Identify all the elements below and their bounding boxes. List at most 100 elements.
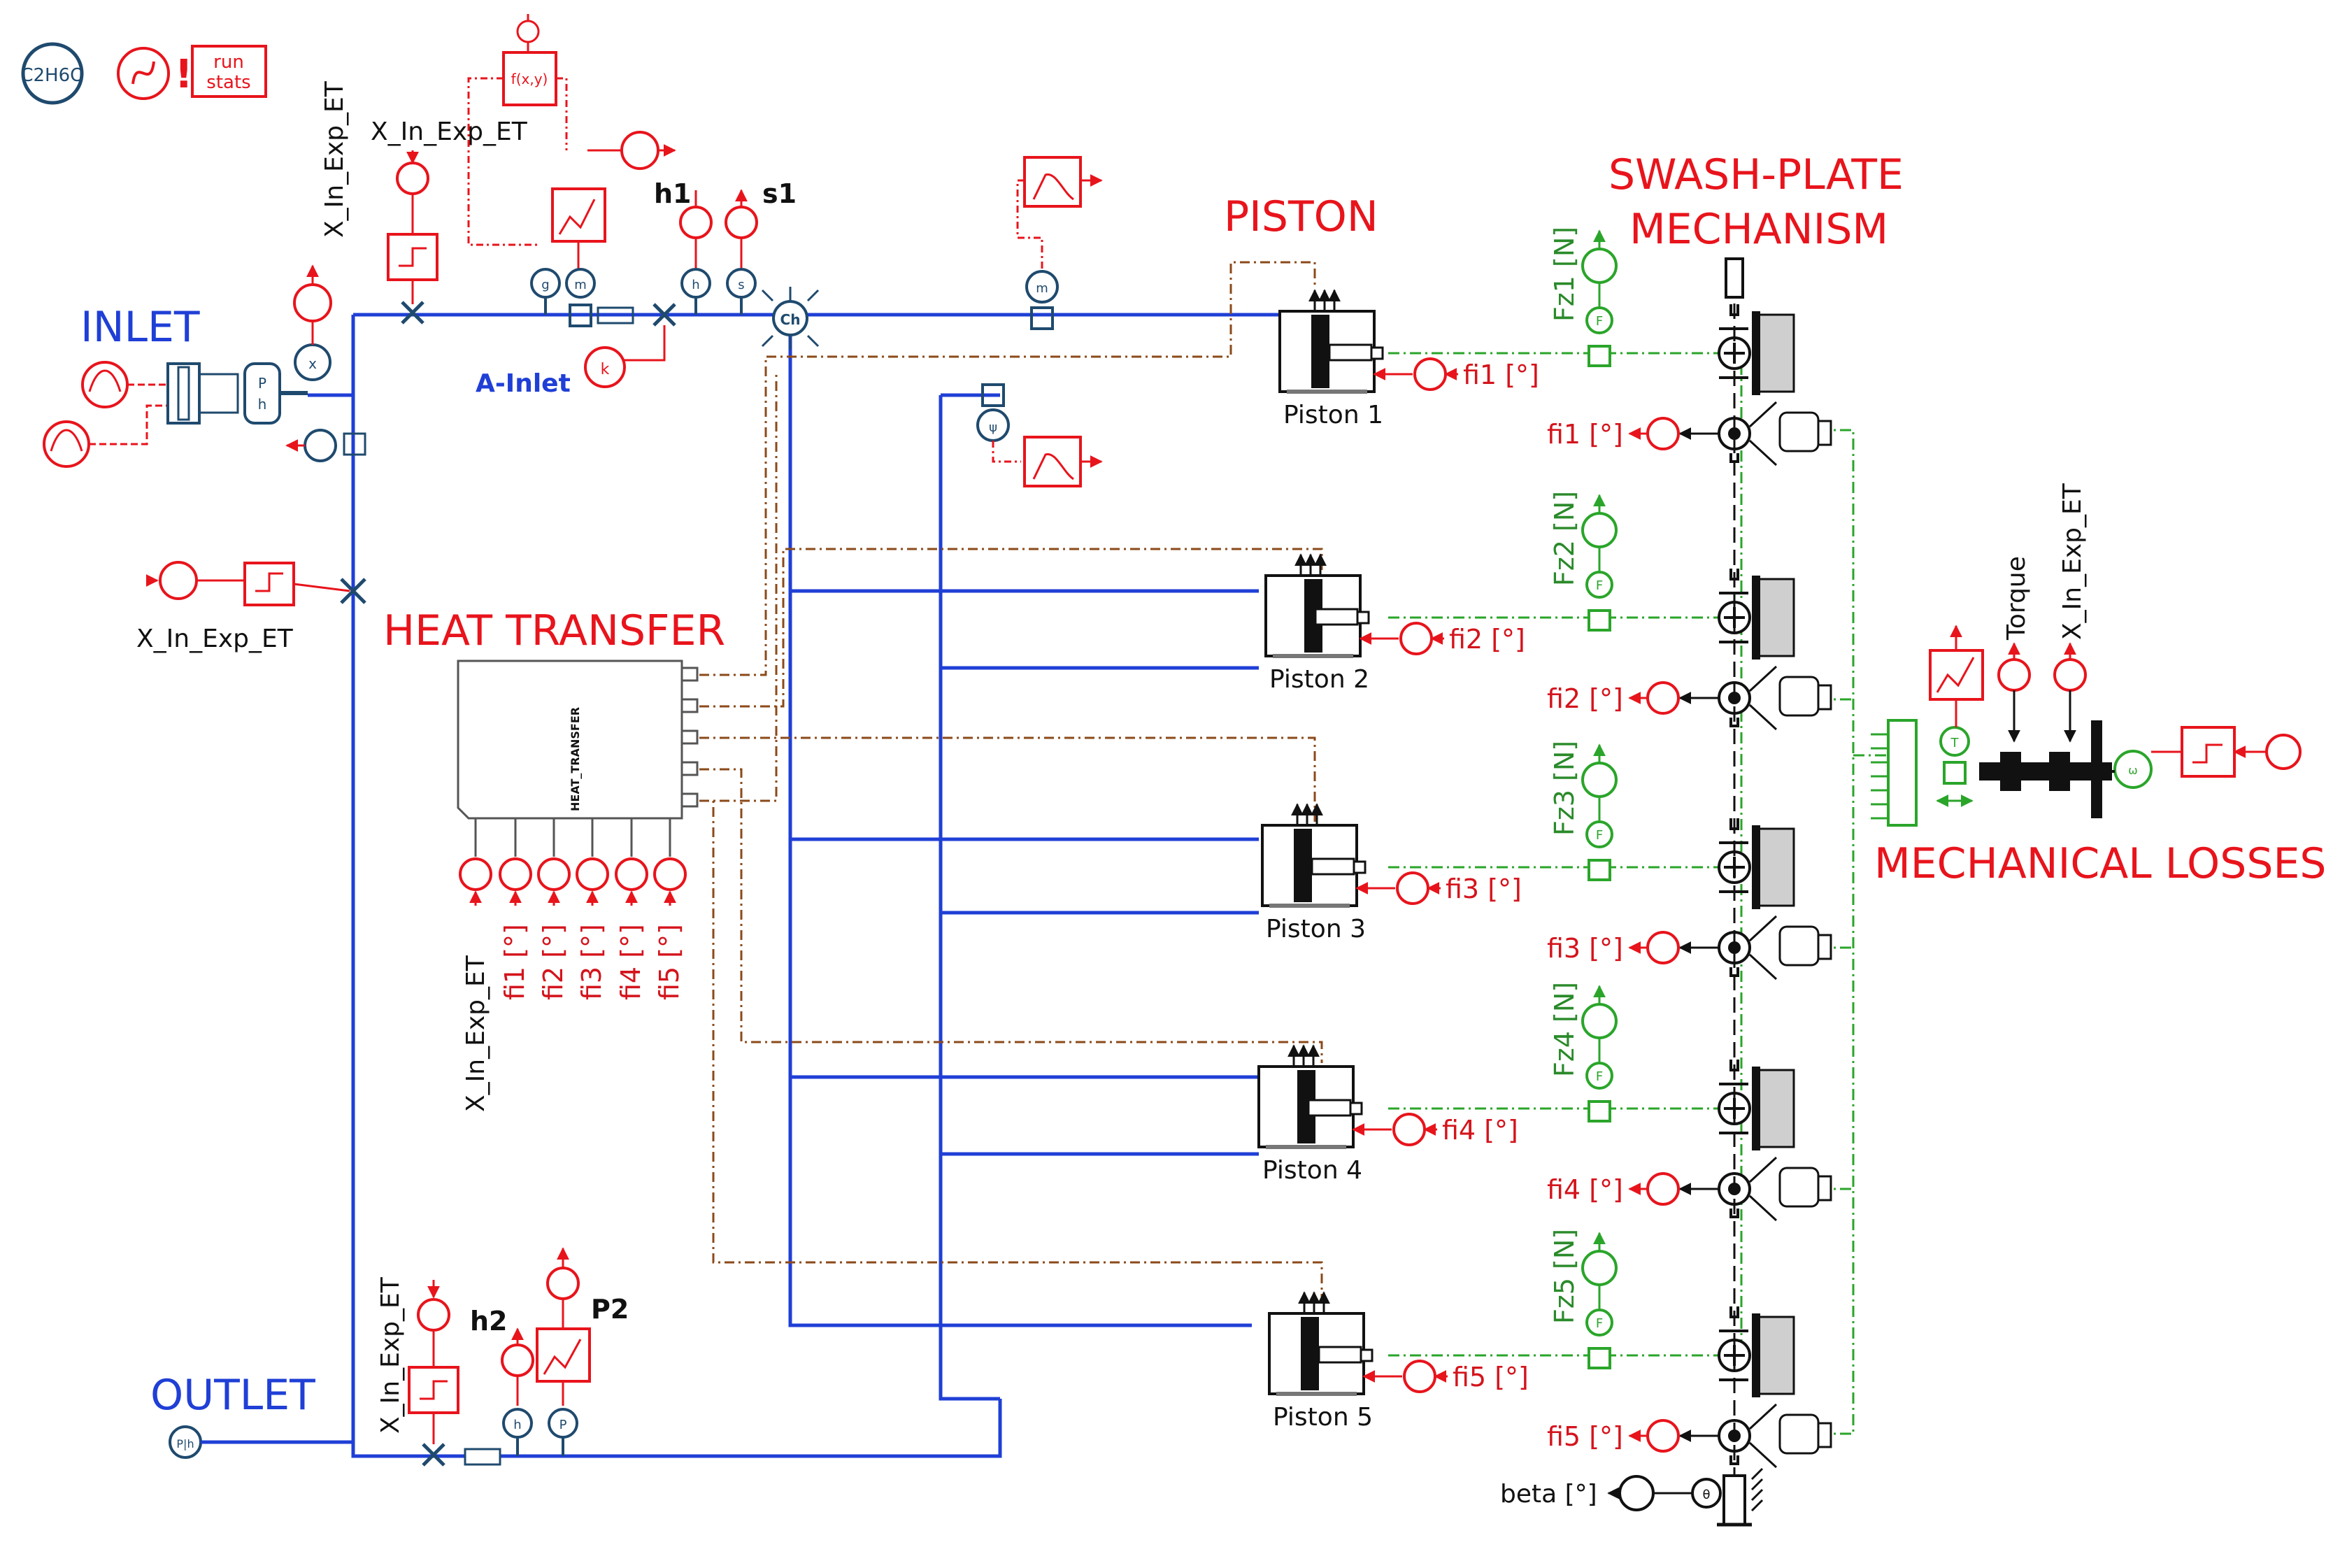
piston-angle-source-5[interactable] — [1403, 1360, 1436, 1393]
p2-plot[interactable] — [536, 1327, 591, 1383]
valve-signal-source[interactable] — [159, 561, 198, 600]
force-output-2[interactable] — [1581, 512, 1618, 548]
function-output[interactable] — [620, 131, 659, 170]
fluid-properties-icon[interactable]: C2H6O — [20, 42, 85, 105]
p2-output[interactable] — [546, 1267, 580, 1300]
piston-1[interactable] — [1278, 289, 1384, 394]
shaft-input-output[interactable] — [2053, 658, 2087, 692]
piston-5[interactable] — [1268, 1291, 1374, 1396]
swash-joint-4[interactable] — [1718, 1060, 1795, 1150]
losses-comb-block[interactable] — [1871, 719, 1918, 827]
swash-revolute-2[interactable] — [1718, 665, 1832, 731]
angle-output-4[interactable] — [1646, 1172, 1680, 1206]
inlet-quality-output[interactable] — [293, 283, 332, 322]
p2-sensor[interactable]: P — [548, 1408, 578, 1456]
inlet-quality-sensor[interactable]: x — [294, 343, 331, 381]
top-control-valve[interactable] — [401, 301, 425, 325]
manifold2-sensor[interactable]: ψ — [976, 383, 1010, 442]
shaft-assembly[interactable] — [1979, 720, 2112, 818]
h1-sensor[interactable]: h — [680, 268, 711, 315]
heat-transfer-input-4[interactable]: fi4 [°] — [615, 818, 648, 1000]
angle-output-2[interactable] — [1646, 681, 1680, 715]
angle-output-5[interactable] — [1646, 1419, 1680, 1453]
swash-joint-1[interactable] — [1718, 304, 1795, 395]
inlet-source-ph[interactable]: P h — [243, 362, 281, 425]
swash-joint-2[interactable] — [1718, 569, 1795, 660]
inlet-g-sensor[interactable]: g — [530, 268, 561, 315]
outlet-sink[interactable]: P|h — [169, 1425, 202, 1459]
swash-joint-3[interactable] — [1718, 818, 1795, 909]
heat-transfer-block[interactable]: HEAT_TRANSFER — [457, 660, 699, 820]
inlet-mass-flow-sensor[interactable]: m — [565, 268, 596, 327]
manifold2-plot[interactable] — [1023, 436, 1082, 487]
force-output-4[interactable] — [1581, 1003, 1618, 1039]
top-lookup-table[interactable] — [387, 233, 438, 281]
force-sensor-4[interactable]: F — [1585, 1039, 1613, 1122]
force-sensor-1[interactable]: F — [1585, 283, 1613, 367]
outlet-control-valve[interactable] — [422, 1443, 445, 1467]
heat-transfer-input-0[interactable]: X_In_Exp_ET — [459, 818, 492, 1112]
inlet-control-valve[interactable] — [340, 578, 366, 604]
svg-text:F: F — [1596, 828, 1603, 843]
h2-sensor[interactable]: h — [502, 1408, 533, 1456]
swash-plate-top-cap[interactable] — [1725, 257, 1744, 299]
piston-angle-source-3[interactable] — [1396, 871, 1429, 905]
heat-transfer-input-5[interactable]: fi5 [°] — [653, 818, 687, 1000]
swash-revolute-3[interactable] — [1718, 915, 1832, 981]
heat-transfer-input-3[interactable]: fi3 [°] — [576, 818, 609, 1000]
force-output-3[interactable] — [1581, 762, 1618, 798]
beta-angle-sensor[interactable]: θ — [1691, 1478, 1722, 1509]
shaft-speed-sensor[interactable]: ω — [2113, 750, 2153, 789]
swash-revolute-1[interactable] — [1718, 401, 1832, 466]
inlet-orifice[interactable] — [652, 303, 676, 327]
piston-4[interactable] — [1257, 1044, 1363, 1149]
swash-revolute-5[interactable] — [1718, 1403, 1832, 1469]
piston-angle-source-1[interactable] — [1413, 357, 1447, 391]
inlet-signal-generator-2[interactable] — [43, 420, 90, 468]
function-block-xy[interactable]: f(x,y) — [502, 51, 557, 106]
valve-lookup-table[interactable] — [243, 562, 295, 606]
outlet-lookup-table[interactable] — [408, 1366, 459, 1414]
inlet-plot-block[interactable] — [551, 187, 606, 243]
manifold-mass-flow-sensor[interactable]: m — [1025, 270, 1059, 330]
shaft-signal-source[interactable] — [2265, 734, 2302, 770]
piston-3[interactable] — [1261, 803, 1367, 908]
force-sensor-2[interactable]: F — [1585, 548, 1613, 632]
beta-input[interactable] — [1618, 1475, 1655, 1511]
heat-transfer-input-1[interactable]: fi1 [°] — [499, 818, 532, 1000]
run-stats-button[interactable]: run stats — [191, 45, 267, 98]
inlet-heat-meter[interactable] — [285, 429, 366, 462]
inlet-signal-generator-1[interactable] — [81, 361, 129, 408]
piston-angle-source-4[interactable] — [1392, 1113, 1426, 1146]
h2-output[interactable] — [501, 1344, 534, 1377]
s1-sensor[interactable]: s — [726, 268, 757, 315]
force-sensor-5[interactable]: F — [1585, 1285, 1613, 1369]
s1-output[interactable] — [725, 206, 758, 239]
inlet-boundary-block[interactable] — [166, 362, 239, 425]
inlet-pipe-element[interactable] — [597, 306, 634, 325]
run-stats-label-1: run — [213, 52, 244, 73]
angle-output-1[interactable] — [1646, 417, 1680, 450]
torque-plot[interactable] — [1929, 649, 1984, 701]
force-sensor-3[interactable]: F — [1585, 797, 1613, 881]
outlet-signal-source[interactable] — [417, 1298, 450, 1332]
mass-flow-plot-top[interactable] — [1023, 156, 1082, 208]
force-output-5[interactable] — [1581, 1250, 1618, 1286]
chamber-junction[interactable]: Ch — [761, 287, 820, 350]
force-output-1[interactable] — [1581, 248, 1618, 284]
outlet-pipe-element[interactable] — [464, 1448, 501, 1466]
piston-angle-source-2[interactable] — [1399, 622, 1433, 655]
angle-output-3[interactable] — [1646, 931, 1680, 964]
torque-sensor[interactable]: T — [1939, 726, 1970, 785]
top-signal-source[interactable] — [396, 162, 429, 195]
heat-transfer-input-2[interactable]: fi2 [°] — [537, 818, 571, 1000]
a-inlet-constant[interactable] — [584, 346, 626, 388]
integrator-warning-icon[interactable]: ! — [117, 47, 193, 100]
swash-revolute-4[interactable] — [1718, 1156, 1832, 1222]
h1-output[interactable] — [679, 206, 713, 239]
shaft-lookup-table[interactable] — [2181, 726, 2236, 778]
swash-plate-ground[interactable] — [1717, 1467, 1764, 1527]
piston-2[interactable] — [1264, 553, 1370, 658]
swash-joint-5[interactable] — [1718, 1306, 1795, 1397]
torque-output[interactable] — [1997, 658, 2031, 692]
